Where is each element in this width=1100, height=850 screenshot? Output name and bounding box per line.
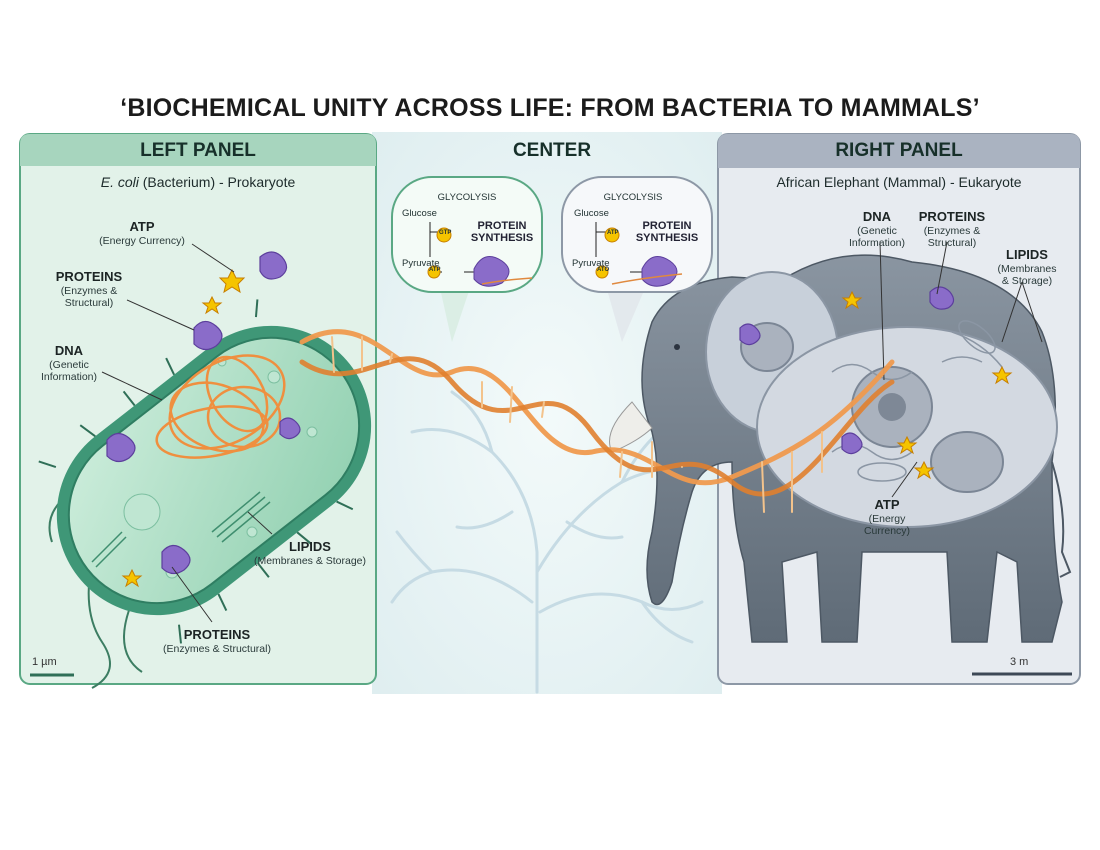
inset-left-synthesis2: SYNTHESIS xyxy=(470,232,534,245)
tree-of-life xyxy=(390,390,704,694)
left-proteins2-label: PROTEINS (Enzymes & Structural) xyxy=(142,627,292,655)
right-leader-lines xyxy=(879,241,1043,498)
left-proteins-sub1: (Enzymes & xyxy=(60,284,118,297)
right-lipids-title: LIPIDS xyxy=(1006,247,1048,262)
bacterial-dna-coil xyxy=(155,354,286,459)
right-panel-header-bg xyxy=(718,134,1080,168)
lipid-membranes xyxy=(91,491,271,568)
inset-left-protein-synthesis: PROTEIN SYNTHESIS xyxy=(467,220,537,244)
left-scale-label: 1 µm xyxy=(32,656,57,668)
inset-right-bubble xyxy=(561,176,713,342)
right-lipids-label: LIPIDS (Membranes & Storage) xyxy=(987,247,1067,287)
inset-left-badge2: ATP xyxy=(429,267,441,273)
left-lipids-title: LIPIDS xyxy=(289,539,331,554)
right-proteins-title: PROTEINS xyxy=(918,209,986,224)
left-atp-label: ATP (Energy Currency) xyxy=(67,219,217,247)
inset-right-glucose: Glucose xyxy=(574,208,609,219)
left-atp-title: ATP xyxy=(129,219,155,234)
diagram: LEFT PANEL E. coli (Bacterium) - Prokary… xyxy=(12,132,1088,694)
left-lipids-label: LIPIDS (Membranes & Storage) xyxy=(240,539,380,567)
ecoli-italic: E. coli xyxy=(100,174,139,190)
elephant-atp-molecules xyxy=(841,290,1013,480)
atp-molecules xyxy=(121,268,246,588)
center-header: CENTER xyxy=(512,140,592,161)
inset-right-protein-synthesis: PROTEIN SYNTHESIS xyxy=(632,220,702,244)
left-subtitle-rest: (Bacterium) - Prokaryote xyxy=(138,174,296,190)
right-proteins-sub2: Structural) xyxy=(927,237,977,249)
right-dna-sub1: (Genetic xyxy=(857,224,897,237)
protein-blobs xyxy=(106,251,301,575)
left-lipids-sub: (Membranes & Storage) xyxy=(253,554,367,567)
inset-left-bubble xyxy=(391,176,543,342)
right-lipids-sub2: & Storage) xyxy=(1001,275,1053,287)
left-atp-sub: (Energy Currency) xyxy=(99,234,185,247)
page-title: ‘BIOCHEMICAL UNITY ACROSS LIFE: FROM BAC… xyxy=(120,94,980,122)
inset-left-title: GLYCOLYSIS xyxy=(437,192,497,203)
left-panel-header: LEFT PANEL xyxy=(140,140,256,161)
right-dna-label: DNA (Genetic Information) xyxy=(827,209,927,249)
inset-right-synthesis2: SYNTHESIS xyxy=(635,232,699,245)
inset-right-badge2: ATO xyxy=(597,267,610,273)
right-scale-label: 3 m xyxy=(1010,656,1029,668)
left-panel-subtitle: E. coli (Bacterium) - Prokaryote xyxy=(20,174,376,190)
eukaryotic-cell xyxy=(705,271,1058,528)
inset-right-title: GLYCOLYSIS xyxy=(603,192,663,203)
right-atp-title: ATP xyxy=(874,497,900,512)
left-panel-header-bg xyxy=(20,134,376,166)
inset-right-pyruvate: Pyruvate xyxy=(572,258,610,269)
left-proteins2-sub: (Enzymes & Structural) xyxy=(163,642,271,655)
right-panel-subtitle: African Elephant (Mammal) - Eukaryote xyxy=(776,174,1022,190)
left-dna-title: DNA xyxy=(54,343,84,358)
right-atp-sub2: Currency) xyxy=(863,525,911,537)
right-panel-header: RIGHT PANEL xyxy=(835,140,963,161)
right-atp-sub1: (Energy xyxy=(868,512,906,525)
inset-right-synthesis1: PROTEIN xyxy=(642,220,692,232)
left-proteins-sub2: Structural) xyxy=(64,297,114,309)
left-dna-label: DNA (Genetic Information) xyxy=(24,343,114,383)
inset-left-glucose: Glucose xyxy=(402,208,437,219)
left-proteins-title: PROTEINS xyxy=(55,269,123,284)
dna-double-helix xyxy=(299,329,895,513)
left-proteins2-title: PROTEINS xyxy=(183,627,251,642)
right-dna-title: DNA xyxy=(862,209,892,224)
right-proteins-label: PROTEINS (Enzymes & Structural) xyxy=(907,209,997,249)
inset-left-pyruvate: Pyruvate xyxy=(402,258,440,269)
right-atp-label: ATP (Energy Currency) xyxy=(847,497,927,537)
left-proteins-label: PROTEINS (Enzymes & Structural) xyxy=(34,269,144,309)
inset-left-badge1: GTP xyxy=(439,230,452,236)
left-leader-lines xyxy=(101,243,273,623)
diagram-canvas xyxy=(19,132,1081,694)
right-dna-sub2: Information) xyxy=(848,237,906,249)
inset-right-badge1: ATP xyxy=(607,230,619,236)
left-dna-sub1: (Genetic xyxy=(49,358,89,371)
inset-left-synthesis1: PROTEIN xyxy=(477,220,527,232)
right-lipids-sub1: (Membranes xyxy=(997,262,1057,275)
left-dna-sub2: Information) xyxy=(40,371,98,383)
right-proteins-sub1: (Enzymes & xyxy=(923,224,981,237)
elephant-protein-blobs xyxy=(739,286,955,455)
